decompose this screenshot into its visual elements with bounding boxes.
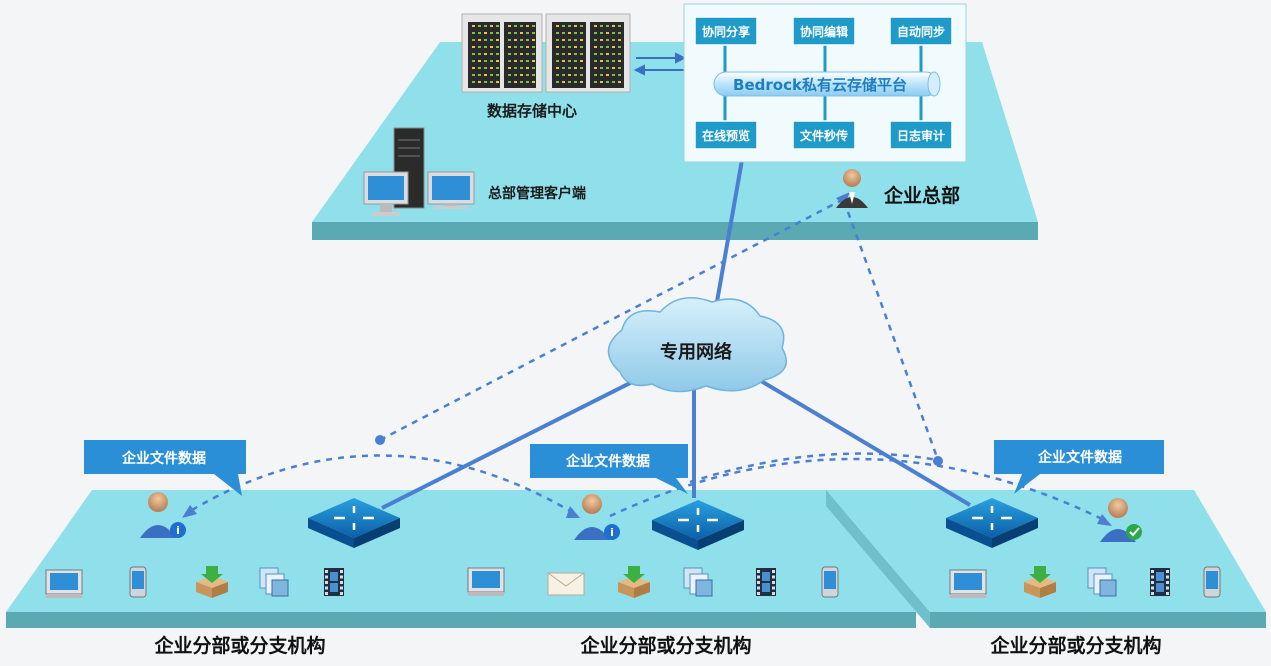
monitor-icon	[949, 569, 987, 598]
feature-label: 文件秒传	[800, 128, 848, 143]
junction-dot-left	[375, 435, 385, 445]
check-badge-icon	[1126, 524, 1142, 540]
callout-middle	[530, 444, 688, 494]
top-feature-0: 协同分享	[694, 16, 758, 46]
film-icon	[1150, 568, 1170, 596]
arrow-head-icon	[836, 192, 850, 206]
branch-device-icons	[45, 566, 1221, 598]
platform-pipe	[713, 71, 941, 97]
feature-label: 在线预览	[702, 128, 750, 143]
callout-middle-label: 企业文件数据	[565, 453, 650, 470]
files-icon	[683, 567, 713, 597]
callout-right	[994, 440, 1164, 494]
svg-text:i: i	[176, 524, 180, 537]
hq-user-icon	[836, 169, 868, 208]
top-feature-1: 协同编辑	[792, 16, 856, 46]
top-feature-2: 自动同步	[889, 16, 953, 46]
network-switch-icon	[652, 500, 744, 550]
branch-user-icon	[1100, 498, 1142, 542]
phone-icon	[1203, 566, 1221, 598]
feature-row-top: 协同分享 协同编辑 自动同步	[694, 16, 953, 46]
phone-icon	[129, 566, 147, 598]
bottom-feature-1: 文件秒传	[792, 120, 856, 150]
mail-icon	[547, 572, 585, 596]
files-icon	[259, 567, 289, 597]
branch-user-icon: i	[574, 494, 620, 540]
phone-icon	[821, 566, 839, 598]
download-box-icon	[1024, 566, 1056, 598]
svg-text:i: i	[610, 526, 614, 539]
hq-label: 企业总部	[883, 184, 960, 207]
feature-row-bottom: 在线预览 文件秒传 日志审计	[694, 120, 953, 150]
branch-right-label: 企业分部或分支机构	[989, 634, 1161, 657]
feature-label: 自动同步	[897, 24, 945, 39]
monitor-icon	[45, 569, 83, 598]
callout-right-label: 企业文件数据	[1037, 449, 1122, 466]
arrow-head-icon	[182, 505, 197, 518]
hq-client-label: 总部管理客户端	[488, 185, 586, 202]
download-box-icon	[618, 566, 650, 598]
arrow-head-icon	[1097, 514, 1112, 526]
info-badge-icon	[604, 524, 620, 540]
feature-label: 日志审计	[897, 128, 945, 143]
monitor-icon	[427, 171, 475, 209]
server-rack-icon	[461, 13, 631, 93]
junction-dot-right	[933, 456, 943, 466]
arrow-head-icon	[566, 506, 580, 518]
monitor-icon	[467, 567, 505, 596]
feature-label: 协同分享	[702, 24, 750, 39]
film-icon	[324, 568, 344, 596]
download-box-icon	[196, 566, 228, 598]
branch-user-icon: i	[140, 492, 186, 538]
branch-middle-label: 企业分部或分支机构	[579, 634, 751, 657]
feature-label: 协同编辑	[800, 24, 848, 39]
monitor-icon	[363, 171, 409, 216]
film-icon	[756, 568, 776, 596]
server-rack-lights	[472, 25, 621, 83]
network-switch-icon	[308, 498, 400, 548]
branch-left-label: 企业分部或分支机构	[153, 634, 325, 657]
datacenter-label: 数据存储中心	[487, 102, 577, 120]
bottom-feature-2: 日志审计	[889, 120, 953, 150]
switches	[308, 498, 1038, 550]
info-badge-icon	[170, 522, 186, 538]
bottom-feature-0: 在线预览	[694, 120, 758, 150]
cloud-icon	[607, 297, 787, 393]
files-icon	[1087, 567, 1117, 597]
callout-left-label: 企业文件数据	[121, 450, 206, 467]
network-switch-icon	[946, 498, 1038, 548]
callout-left	[84, 440, 246, 496]
branch-platform-middle	[404, 490, 916, 628]
network-label: 专用网络	[660, 341, 732, 363]
sync-arrows-icon	[633, 52, 687, 76]
platform-title: Bedrock私有云存储平台	[733, 76, 907, 94]
